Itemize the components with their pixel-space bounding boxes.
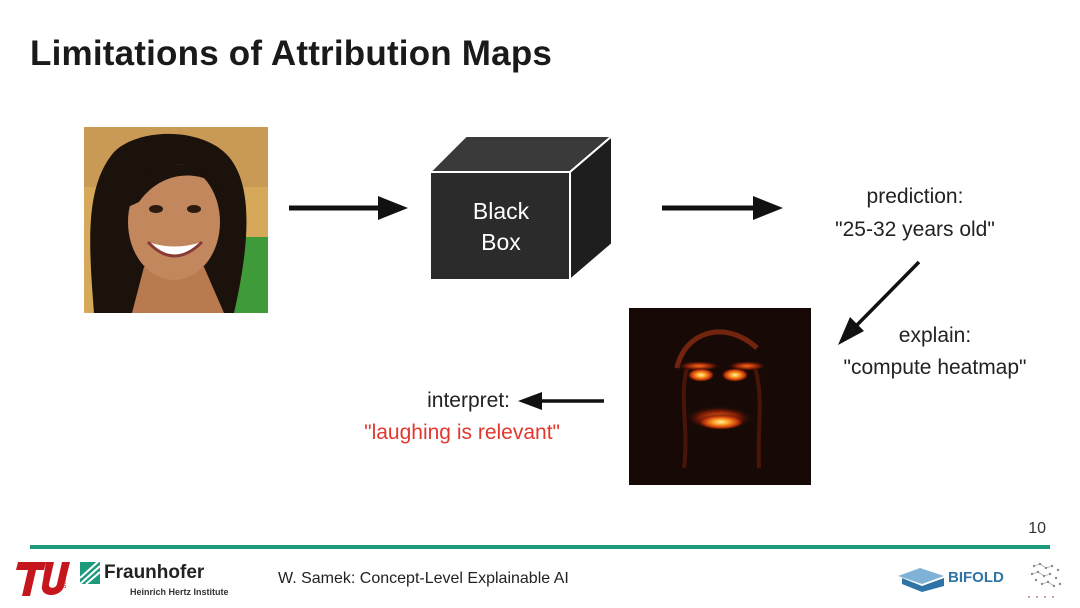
fraunhofer-logo: Fraunhofer Heinrich Hertz Institute [80,562,250,600]
fraunhofer-name: Fraunhofer [104,562,205,583]
black-box-label-line2: Box [481,229,521,255]
tu-berlin-small-text: berlin [62,573,68,588]
bifold-name: BIFOLD [948,569,1004,586]
bifold-logo: BIFOLD [898,564,1010,592]
page-number: 10 [1028,520,1046,537]
arrow-box-to-prediction [662,196,783,220]
prediction-value: "25-32 years old" [835,218,995,241]
black-box-cube [428,134,614,282]
fraunhofer-mark-icon [80,562,100,584]
black-box-label-line1: Black [472,198,530,224]
fraunhofer-subtitle: Heinrich Hertz Institute [130,587,229,597]
explain-heading: explain: [898,324,972,347]
black-box-label: Black Box [432,196,570,258]
interpret-value: "laughing is relevant" [364,421,560,444]
arrow-photo-to-box [289,196,408,220]
tu-berlin-logo: berlin [16,562,70,596]
footer-credit: W. Samek: Concept-Level Explainable AI [278,570,569,587]
explain-value: "compute heatmap" [843,356,1027,379]
interpret-heading: interpret: [427,389,510,412]
footer-divider [30,545,1050,549]
attribution-heatmap [629,308,811,485]
prediction-heading: prediction: [866,185,964,208]
bifold-mark-icon [898,568,944,592]
slide-title: Limitations of Attribution Maps [30,34,553,73]
ellis-logo [1028,562,1062,598]
arrow-heatmap-to-interpret [518,392,604,410]
input-face-photo [84,127,268,313]
